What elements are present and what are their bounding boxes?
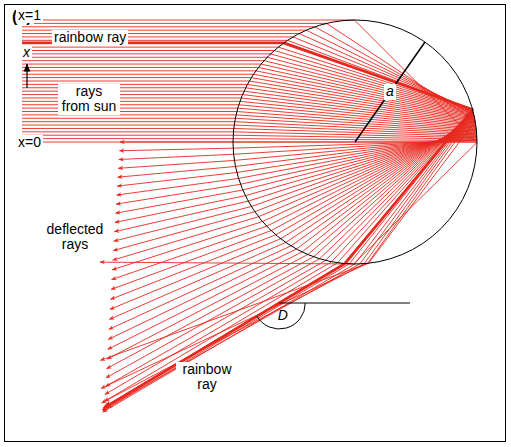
- deflected-ray: [102, 264, 360, 410]
- deflected-ray: [114, 206, 252, 241]
- incoming-ray: [22, 27, 474, 264]
- reference-line: [279, 303, 410, 304]
- x-axis-arrow: [26, 64, 27, 88]
- deflected-ray: [112, 226, 267, 279]
- radius-line: [355, 42, 425, 142]
- radius-label: a: [384, 84, 396, 99]
- deflected-ray: [108, 252, 302, 349]
- deflected-ray: [114, 201, 248, 232]
- axis-label: x=0: [16, 135, 43, 150]
- deflected-ray: [119, 148, 233, 151]
- deflected-ray: [105, 262, 332, 395]
- deflected-ray: [102, 264, 365, 403]
- incoming-ray: [22, 78, 474, 243]
- angle-label: D: [276, 308, 290, 323]
- deflected-ray: [100, 262, 354, 264]
- ray-group: [22, 20, 477, 412]
- deflected-ray: [120, 142, 233, 143]
- deflected-ray: [111, 231, 271, 290]
- incoming-ray: [22, 43, 473, 264]
- deflected-ray: [117, 178, 239, 195]
- deflected-ray: [117, 172, 237, 186]
- deflected-ray: [116, 190, 243, 213]
- ray-label: deflected rays: [40, 222, 110, 253]
- deflected-ray: [106, 259, 319, 378]
- ray-label: rainbow ray: [52, 30, 128, 45]
- panel-frame: [5, 5, 506, 442]
- incoming-ray: [22, 23, 475, 263]
- angle-mark: [257, 303, 410, 329]
- incoming-ray: [22, 37, 473, 264]
- droplet-circle: [233, 20, 477, 264]
- deflected-ray: [119, 154, 234, 159]
- incoming-ray: [22, 57, 473, 258]
- deflected-ray: [110, 239, 281, 310]
- deflected-ray: [107, 257, 314, 369]
- incoming-ray: [22, 30, 473, 263]
- incoming-ray: [22, 40, 473, 264]
- axis-label: x=1: [16, 8, 43, 23]
- deflected-ray: [109, 242, 285, 319]
- deflected-ray: [115, 196, 245, 223]
- deflected-ray: [118, 166, 236, 177]
- angle-arc: [257, 303, 305, 329]
- incoming-ray: [22, 47, 473, 263]
- incoming-ray: [22, 20, 477, 264]
- deflected-ray: [118, 160, 234, 168]
- deflected-ray: [101, 263, 369, 360]
- axis-label: x: [21, 45, 32, 60]
- deflected-ray: [111, 235, 276, 300]
- incoming-ray: [22, 34, 473, 264]
- deflected-ray: [104, 264, 345, 409]
- ray-label: rainbow ray: [176, 362, 238, 393]
- ray-label: rays from sun: [58, 84, 120, 115]
